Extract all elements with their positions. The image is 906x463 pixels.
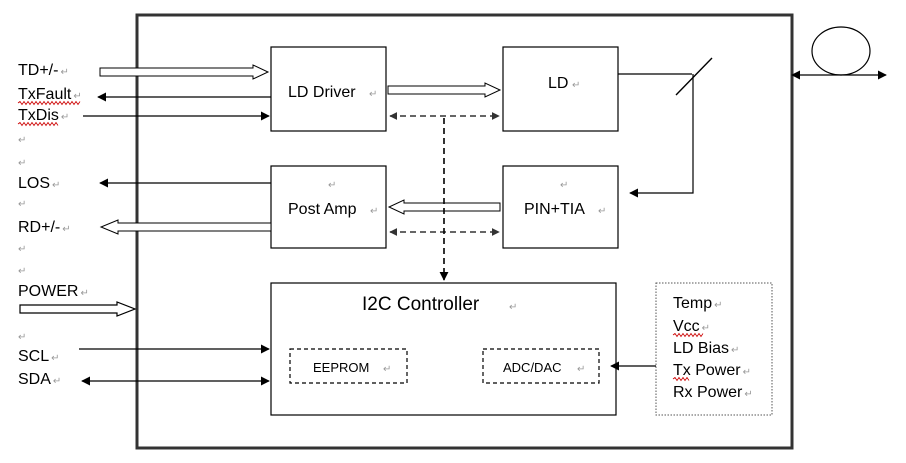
pin-tia-label: PIN+TIA — [524, 201, 585, 218]
power-input-arrow — [19, 301, 137, 317]
pin-label-list: TD+/-↵TxFault↵TxDis↵LOS↵RD+/-↵POWER↵SCL↵… — [18, 62, 89, 388]
svg-text:↵: ↵ — [509, 302, 517, 313]
paragraph-mark: ↵ — [18, 266, 26, 277]
spellcheck-squiggle — [672, 376, 690, 382]
paragraph-mark: ↵ — [52, 180, 60, 191]
pin-label-td: TD+/- — [18, 62, 58, 79]
svg-text:↵: ↵ — [598, 206, 606, 217]
paragraph-mark: ↵ — [61, 112, 69, 123]
eeprom-label: EEPROM — [313, 360, 369, 375]
svg-text:↵: ↵ — [577, 364, 585, 375]
pin-to-post-amp-arrow — [387, 199, 501, 215]
pin-tia-block — [502, 165, 619, 249]
pin-label-power: POWER — [18, 283, 78, 300]
ld-driver-block — [270, 46, 387, 132]
paragraph-mark: ↵ — [743, 367, 751, 378]
paragraph-mark: ↵ — [18, 244, 26, 255]
monitor-box — [655, 282, 773, 416]
post-amp-label: Post Amp — [288, 201, 357, 218]
pin-label-los: LOS — [18, 175, 50, 192]
paragraph-mark: ↵ — [62, 224, 70, 235]
paragraph-mark: ↵ — [73, 91, 81, 102]
monitor-item: Rx Power — [673, 384, 743, 401]
svg-text:↵: ↵ — [572, 80, 580, 91]
fiber-coil — [811, 26, 871, 76]
monitor-item: Temp — [673, 295, 712, 312]
ld-block — [502, 46, 619, 132]
pin-label-sda: SDA — [18, 371, 51, 388]
paragraph-mark: ↵ — [731, 345, 739, 356]
spellcheck-squiggle — [672, 332, 704, 338]
i2c-controller-label: I2C Controller — [362, 294, 480, 315]
beam-splitter — [675, 57, 713, 96]
monitor-item: Vcc — [673, 318, 700, 335]
ld-driver-to-ld-arrow — [387, 82, 502, 98]
svg-text:↵: ↵ — [383, 364, 391, 375]
monitor-parameter-list: Temp↵Vcc↵LD Bias↵Tx Power↵Rx Power↵ — [673, 295, 753, 401]
paragraph-mark: ↵ — [18, 199, 26, 210]
svg-text:↵: ↵ — [328, 180, 336, 191]
paragraph-mark: ↵ — [702, 323, 710, 334]
blank-line-marks: ↵ ↵ ↵ ↵ ↵ ↵ — [18, 135, 26, 343]
splitter-to-pin-line — [629, 74, 694, 198]
paragraph-mark: ↵ — [51, 353, 59, 364]
paragraph-mark: ↵ — [60, 67, 68, 78]
pin-label-txdis: TxDis — [18, 107, 59, 124]
post-amp-block — [270, 165, 387, 249]
spellcheck-squiggle — [17, 121, 59, 127]
i2c-controller-block — [270, 282, 617, 416]
paragraph-mark: ↵ — [714, 300, 722, 311]
adc-dac-label: ADC/DAC — [503, 360, 562, 375]
ld-driver-label: LD Driver — [288, 84, 356, 101]
ld-label: LD — [548, 75, 568, 92]
paragraph-mark: ↵ — [18, 332, 26, 343]
svg-text:↵: ↵ — [370, 206, 378, 217]
pin-label-scl: SCL — [18, 348, 49, 365]
paragraph-mark: ↵ — [80, 288, 88, 299]
monitor-item: LD Bias — [673, 340, 729, 357]
paragraph-mark: ↵ — [18, 158, 26, 169]
svg-text:↵: ↵ — [369, 89, 377, 100]
spellcheck-squiggle — [17, 100, 81, 106]
pin-label-txfault: TxFault — [18, 86, 72, 103]
svg-text:↵: ↵ — [560, 180, 568, 191]
td-input-arrow — [99, 64, 270, 80]
pin-label-rd: RD+/- — [18, 219, 60, 236]
monitor-item: Tx Power — [673, 362, 741, 379]
paragraph-mark: ↵ — [18, 135, 26, 146]
eeprom-block — [289, 348, 408, 384]
adc-dac-block — [482, 348, 600, 384]
rd-output-arrow — [99, 219, 272, 235]
paragraph-mark: ↵ — [53, 376, 61, 387]
paragraph-mark: ↵ — [744, 389, 752, 400]
